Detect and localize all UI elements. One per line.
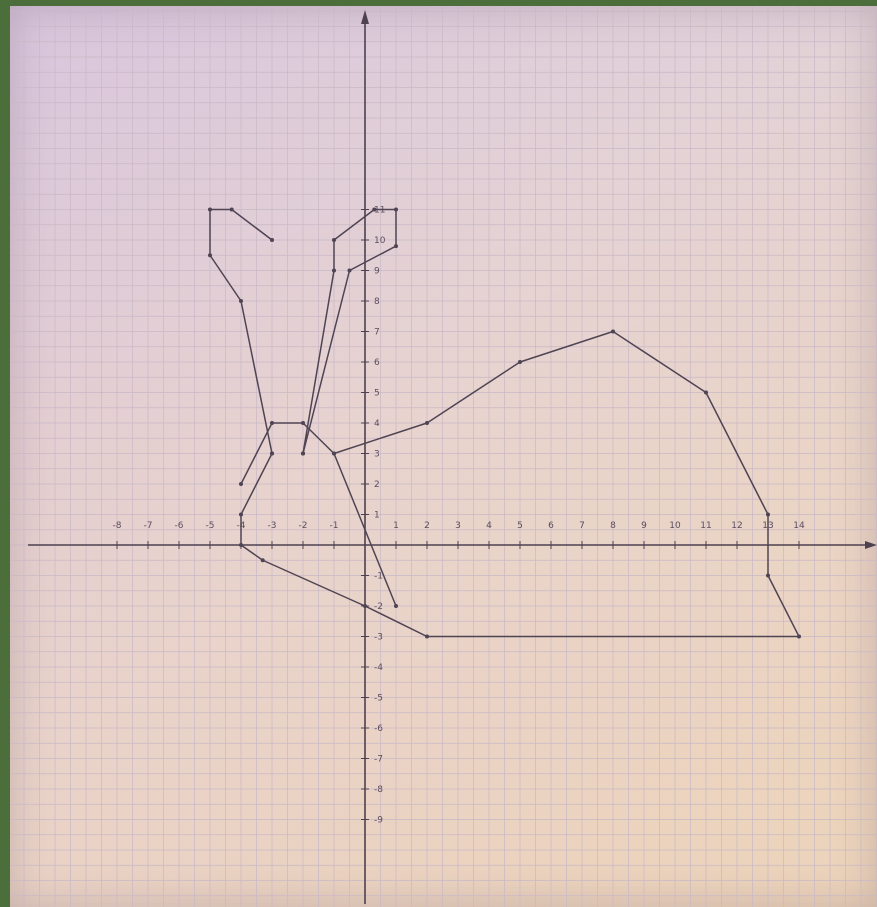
rabbit-body-vertex (611, 329, 615, 334)
head-line (333, 453, 397, 607)
rabbit-body-vertex (797, 634, 801, 639)
y-tick-label: 2 (374, 480, 380, 490)
y-axis-arrow (361, 10, 369, 24)
rabbit-body-vertex (518, 360, 522, 364)
x-tick-label: -7 (144, 521, 153, 531)
left-ear-vertex (229, 207, 234, 212)
right-ear-vertex (372, 207, 377, 212)
y-tick-label: -4 (374, 663, 383, 673)
x-tick-label: 4 (486, 521, 492, 531)
x-tick-label: -1 (330, 521, 339, 531)
rabbit-body-vertex (239, 512, 243, 517)
rabbit-body-vertex (363, 604, 367, 608)
x-tick-label: -6 (175, 521, 184, 531)
y-tick-label: 10 (374, 236, 386, 246)
y-tick-label: 3 (374, 450, 380, 460)
y-tick-label: 1 (374, 511, 380, 521)
y-tick-label: -3 (374, 633, 383, 643)
x-tick-label: 3 (455, 521, 461, 531)
rabbit-body-vertex (425, 634, 429, 639)
x-tick-label: 11 (700, 521, 711, 531)
y-tick-label: -2 (374, 602, 383, 612)
left-ear-vertex (239, 299, 243, 303)
left-ear-vertex (208, 207, 212, 212)
right-ear-vertex (332, 268, 336, 273)
rabbit-body-vertex (704, 390, 708, 395)
x-tick-label: -5 (206, 521, 215, 531)
rabbit-figure (208, 207, 801, 639)
right-ear-vertex (394, 244, 398, 249)
grid-lines (10, 6, 877, 907)
left-ear (209, 208, 273, 454)
x-tick-label: -2 (299, 521, 308, 531)
rabbit-body-vertex (425, 421, 429, 425)
x-tick-label: 12 (731, 521, 742, 531)
y-tick-label: 8 (374, 297, 380, 307)
x-tick-label: 6 (548, 521, 554, 531)
x-tick-label: 8 (610, 521, 616, 531)
x-tick-label: 2 (424, 521, 430, 531)
y-tick-label: -1 (374, 572, 383, 582)
rabbit-body-vertex (239, 482, 243, 486)
x-tick-label: 1 (393, 521, 399, 531)
rabbit-body-vertex (270, 451, 274, 456)
y-tick-label: 4 (374, 419, 380, 429)
x-tick-label: -8 (113, 521, 122, 531)
x-tick-label: 14 (793, 521, 805, 531)
y-tick-label: -6 (374, 724, 383, 734)
right-ear-vertex (301, 451, 305, 456)
right-ear-vertex (347, 268, 352, 273)
y-tick-label: 6 (374, 358, 380, 368)
left-ear-vertex (208, 253, 212, 258)
rabbit-body-vertex (270, 421, 274, 425)
y-tick-label: 11 (374, 206, 385, 216)
left-ear-vertex (270, 238, 274, 242)
head-line-vertex (332, 451, 336, 456)
rabbit-body-vertex (766, 573, 770, 578)
x-tick-label: 5 (517, 521, 523, 531)
x-tick-label: 10 (669, 521, 681, 531)
y-tick-label: -8 (374, 785, 383, 795)
right-ear-vertex (394, 207, 398, 212)
axes (28, 10, 877, 904)
y-tick-label: -9 (374, 816, 383, 826)
y-tick-label: -7 (374, 755, 383, 765)
y-tick-label: 9 (374, 267, 380, 277)
x-tick-label: 9 (641, 521, 647, 531)
rabbit-body-vertex (301, 421, 305, 425)
x-tick-label: 7 (579, 521, 585, 531)
y-tick-label: 5 (374, 389, 380, 399)
x-tick-label: -3 (268, 521, 277, 531)
right-ear-vertex (332, 238, 336, 242)
rabbit-body-vertex (260, 558, 265, 563)
y-tick-label: -5 (374, 694, 383, 704)
head-line-vertex (394, 604, 398, 608)
y-tick-label: 7 (374, 328, 380, 338)
rabbit-body-vertex (239, 543, 243, 547)
x-axis-arrow (865, 541, 877, 549)
rabbit-body-vertex (766, 512, 770, 517)
right-ear (302, 208, 397, 454)
